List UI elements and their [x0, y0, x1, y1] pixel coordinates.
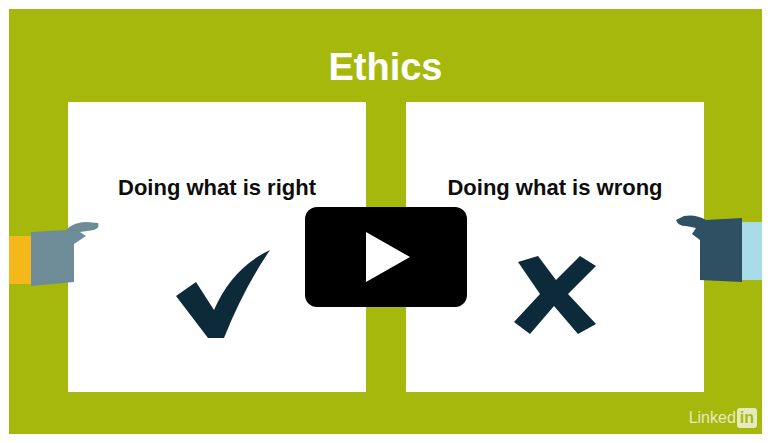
- cross-mark: [514, 256, 596, 334]
- sign-panel: Doing what is wrong: [406, 102, 704, 392]
- panel-text: Doing what is wrong: [406, 174, 704, 202]
- play-triangle: [366, 232, 410, 282]
- right-sleeve: [742, 222, 762, 280]
- sign-panel: Doing what is right: [68, 102, 366, 392]
- left-sleeve: [9, 236, 31, 284]
- watermark: Linkedin: [689, 408, 757, 428]
- title: Ethics: [0, 44, 771, 90]
- left-hand: [31, 222, 99, 286]
- watermark-text: Linked: [689, 409, 736, 426]
- check-mark: [176, 250, 270, 338]
- watermark-logo: in: [737, 408, 757, 428]
- right-hand: [676, 216, 742, 283]
- panel-text: Doing what is right: [68, 174, 366, 202]
- play-button: [305, 207, 467, 307]
